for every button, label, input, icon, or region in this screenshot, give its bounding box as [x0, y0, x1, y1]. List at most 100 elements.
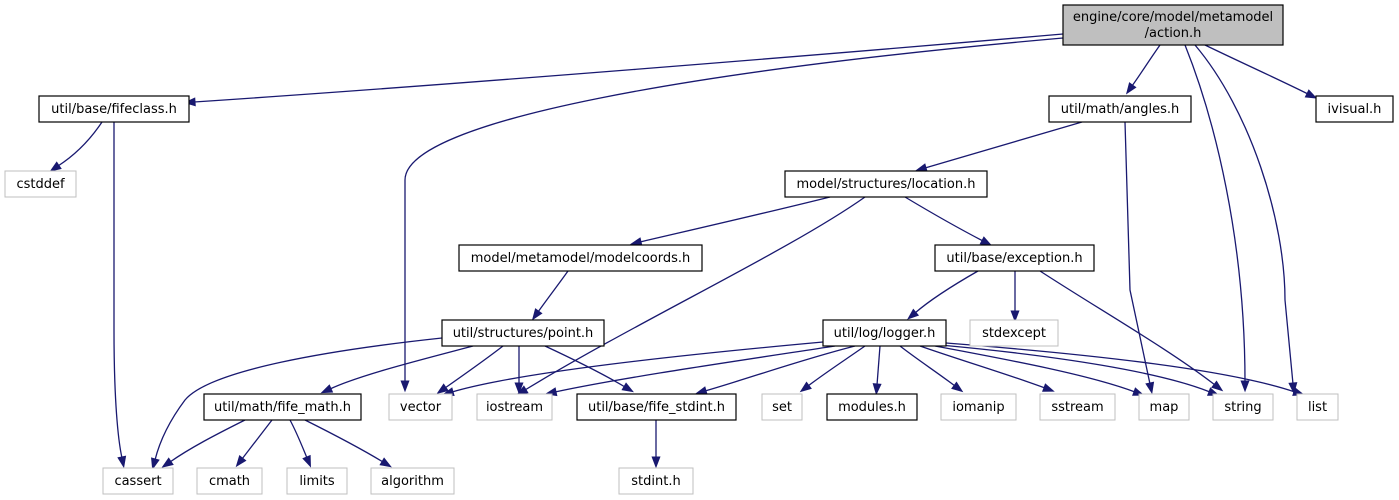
node-cassert[interactable]: cassert [102, 467, 174, 495]
node-cstddef[interactable]: cstddef [4, 170, 77, 198]
edge-arrowhead-fife-math-cmath [235, 455, 247, 468]
node-iostream[interactable]: iostream [476, 393, 553, 421]
edge-fifeclass-cstddef [57, 121, 103, 167]
node-sstream-label: sstream [1051, 400, 1103, 415]
node-fife-stdint-label: util/base/fife_stdint.h [588, 400, 725, 415]
edge-exception-logger [914, 270, 979, 314]
node-set[interactable]: set [761, 393, 803, 421]
node-map[interactable]: map [1138, 393, 1190, 421]
node-cmath-label: cmath [209, 474, 250, 489]
edge-arrowhead-location-modelcoords [629, 237, 643, 247]
edge-arrowhead-fifeclass-cassert [117, 455, 127, 469]
node-exception-label: util/base/exception.h [946, 251, 1082, 266]
node-string[interactable]: string [1212, 393, 1274, 421]
edge-location-iostream [524, 196, 866, 391]
edge-angles-location [924, 121, 1083, 169]
edge-arrowhead-modelcoords-point [531, 308, 543, 321]
edge-arrowhead-fifeclass-cstddef [49, 161, 62, 172]
node-fife-stdint[interactable]: util/base/fife_stdint.h [576, 393, 737, 421]
node-set-label: set [772, 400, 792, 415]
edge-logger-iomanip [899, 345, 956, 387]
node-modules[interactable]: modules.h [826, 393, 918, 421]
node-modules-label: modules.h [838, 400, 906, 415]
edge-arrowhead-fife-stdint-stdint [651, 456, 661, 469]
node-point-label: util/structures/point.h [453, 326, 594, 341]
edges [49, 33, 1318, 471]
node-logger[interactable]: util/log/logger.h [822, 319, 947, 347]
edge-arrowhead-fife-math-cassert [161, 457, 174, 468]
node-stdint[interactable]: stdint.h [618, 467, 694, 495]
node-iomanip[interactable]: iomanip [940, 393, 1017, 421]
node-algorithm[interactable]: algorithm [370, 467, 455, 495]
node-algorithm-label: algorithm [381, 474, 444, 489]
edge-logger-list [945, 342, 1296, 393]
edge-angles-map [1124, 121, 1151, 385]
node-limits[interactable]: limits [286, 467, 348, 495]
edge-arrowhead-point-fife-stdint [621, 382, 634, 393]
node-angles[interactable]: util/math/angles.h [1048, 95, 1192, 123]
node-point[interactable]: util/structures/point.h [441, 319, 605, 347]
node-fifeclass-label: util/base/fifeclass.h [51, 102, 177, 117]
node-string-label: string [1224, 400, 1261, 415]
edge-arrowhead-point-fife-math [320, 384, 334, 394]
edge-arrowhead-exception-logger [907, 308, 920, 320]
edge-root-vector [404, 37, 1064, 382]
node-modelcoords-label: model/metamodel/modelcoords.h [471, 251, 691, 266]
node-root-action-h[interactable]: engine/core/model/metamodel /action.h [1062, 4, 1284, 46]
edge-root-ivisual [1204, 44, 1309, 95]
edge-arrowhead-root-string [1240, 380, 1250, 393]
edge-logger-set [807, 345, 866, 387]
node-root-line2: /action.h [1145, 26, 1202, 41]
edge-fifeclass-cassert [113, 122, 123, 459]
edge-arrowhead-logger-set [799, 381, 812, 393]
node-fife-math[interactable]: util/math/fife_math.h [203, 393, 362, 421]
edge-modelcoords-point [537, 270, 569, 313]
edge-fife-math-cmath [241, 419, 273, 460]
edge-arrowhead-exception-string [1211, 380, 1224, 392]
edge-point-fife-math [329, 345, 474, 390]
node-list[interactable]: list [1296, 393, 1339, 421]
node-modelcoords[interactable]: model/metamodel/modelcoords.h [458, 244, 703, 272]
node-vector[interactable]: vector [388, 393, 453, 421]
node-location[interactable]: model/structures/location.h [784, 170, 988, 198]
node-sstream[interactable]: sstream [1039, 393, 1116, 421]
node-fife-math-label: util/math/fife_math.h [214, 400, 351, 415]
node-location-label: model/structures/location.h [797, 177, 976, 192]
edge-logger-iostream [554, 345, 836, 393]
node-fifeclass[interactable]: util/base/fifeclass.h [38, 95, 190, 123]
edge-logger-sstream [919, 345, 1046, 389]
edge-arrowhead-location-exception [979, 236, 993, 246]
node-ivisual[interactable]: ivisual.h [1315, 95, 1394, 123]
edge-arrowhead-root-angles [1125, 82, 1137, 95]
node-root-line1: engine/core/model/metamodel [1073, 10, 1273, 25]
edge-point-vector [444, 345, 504, 389]
node-limits-label: limits [299, 474, 335, 489]
edge-arrowhead-logger-iomanip [951, 381, 964, 393]
edge-point-cassert [154, 337, 443, 461]
edge-arrowhead-point-iostream [514, 382, 524, 395]
node-logger-label: util/log/logger.h [834, 326, 936, 341]
node-exception[interactable]: util/base/exception.h [934, 244, 1095, 272]
edge-arrowhead-root-ivisual [1304, 89, 1318, 99]
node-vector-label: vector [400, 400, 442, 415]
node-stdexcept-label: stdexcept [982, 326, 1046, 341]
edge-location-modelcoords [639, 196, 831, 243]
edge-logger-vector [451, 341, 824, 393]
node-cassert-label: cassert [114, 474, 161, 489]
edge-root-string [1184, 44, 1246, 383]
edge-fife-math-limits [289, 419, 308, 459]
edge-location-exception [904, 196, 984, 242]
edge-arrowhead-logger-map [1132, 387, 1145, 396]
node-stdexcept[interactable]: stdexcept [969, 319, 1059, 347]
node-cstddef-label: cstddef [16, 177, 65, 192]
edge-arrowhead-angles-map [1145, 381, 1155, 395]
edge-logger-fife-stdint [704, 345, 856, 392]
node-cmath[interactable]: cmath [196, 467, 263, 495]
node-stdint-label: stdint.h [631, 474, 680, 489]
node-angles-label: util/math/angles.h [1061, 102, 1180, 117]
edge-exception-string [1039, 270, 1216, 386]
edge-root-list [1194, 44, 1294, 385]
edge-arrowhead-fife-math-algorithm [379, 457, 392, 468]
edge-root-fifeclass [193, 33, 1064, 103]
